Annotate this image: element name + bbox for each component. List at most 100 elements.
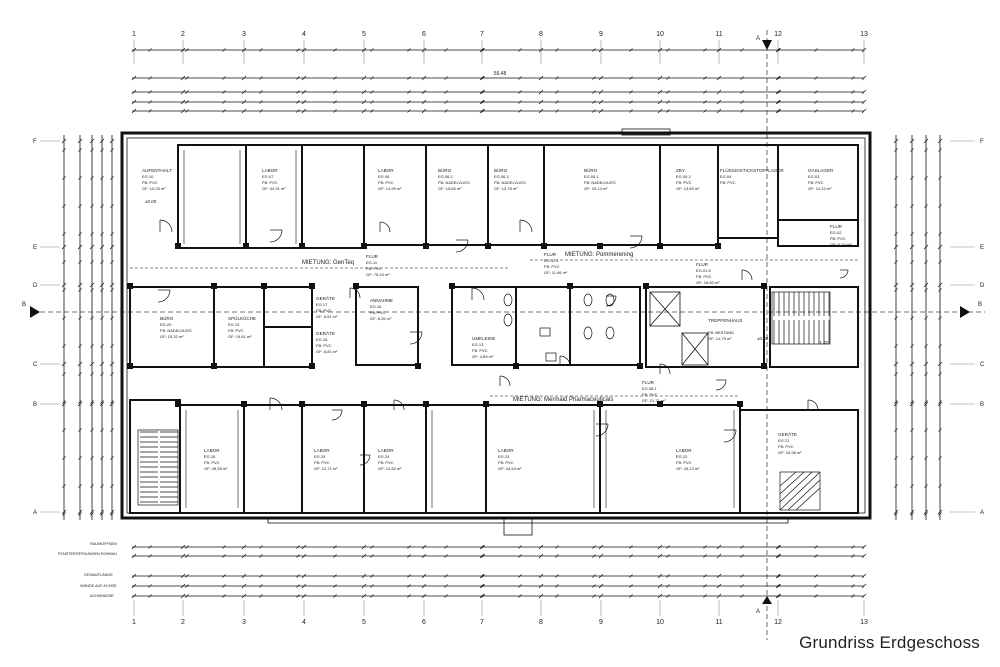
legend-row: ACHSMASSE (90, 594, 114, 598)
svg-text:FLUR: FLUR (366, 254, 379, 259)
svg-text:GF: 14,10 m²: GF: 14,10 m² (808, 186, 832, 191)
grid-column-label: 11 (715, 619, 722, 626)
svg-text:FB: PVC: FB: PVC (314, 460, 330, 465)
door-swings (157, 219, 849, 466)
svg-text:SPÜLKÜCHE: SPÜLKÜCHE (228, 315, 256, 321)
svg-text:EG.21: EG.21 (778, 438, 790, 443)
svg-text:FB: PVC: FB: PVC (142, 180, 158, 185)
section-arrow-right: B (960, 302, 982, 318)
grid-column-label: 11 (715, 31, 722, 38)
svg-text:GF: 13,80 m²: GF: 13,80 m² (676, 186, 700, 191)
svg-text:EG.11: EG.11 (366, 260, 378, 265)
dimension-chains-top (132, 49, 864, 112)
section-line (40, 30, 985, 640)
grid-column-label: 6 (422, 619, 426, 626)
svg-text:GF: 8,51 m²: GF: 8,51 m² (316, 314, 338, 319)
svg-text:GF: 11,96 m²: GF: 11,96 m² (544, 270, 568, 275)
grid-row-label: E (33, 245, 37, 251)
svg-text:EG.26: EG.26 (204, 454, 216, 459)
svg-text:LABOR: LABOR (676, 448, 692, 453)
svg-text:FB: PVC: FB: PVC (676, 180, 692, 185)
svg-text:FLUR: FLUR (544, 252, 557, 257)
svg-text:GF: 29,14 m²: GF: 29,14 m² (584, 186, 608, 191)
svg-text:GERÄTE: GERÄTE (316, 295, 335, 301)
svg-text:GF: 4,89 m²: GF: 4,89 m² (472, 354, 494, 359)
zone-divider (130, 259, 860, 397)
grid-row-label: C (33, 362, 38, 368)
grid-row-label: C (980, 362, 985, 368)
svg-text:A: A (756, 36, 760, 42)
svg-text:GF: 28,55 m²: GF: 28,55 m² (204, 466, 228, 471)
svg-text:LABOR: LABOR (314, 448, 330, 453)
svg-text:LABOR: LABOR (262, 168, 278, 173)
svg-text:GF: 13,78 m²: GF: 13,78 m² (494, 186, 518, 191)
svg-text:AUFENTHALT: AUFENTHALT (142, 168, 172, 173)
svg-text:BÜRO: BÜRO (494, 167, 508, 173)
grid-column-label: 8 (539, 619, 543, 626)
svg-text:FB: PVC: FB: PVC (228, 328, 244, 333)
svg-text:GF: 15,60 m²: GF: 15,60 m² (438, 186, 462, 191)
grid-row-label: F (33, 139, 37, 145)
svg-text:FB: PVC: FB: PVC (498, 460, 514, 465)
grid-column-label: 9 (599, 31, 603, 38)
svg-text:EG.18: EG.18 (316, 337, 328, 342)
grid-column-label: 13 (860, 31, 868, 38)
grid-column-label: 9 (599, 619, 603, 626)
svg-text:FB: PVC: FB: PVC (316, 308, 332, 313)
svg-text:EG.20: EG.20 (160, 322, 172, 327)
svg-text:EG.17: EG.17 (316, 302, 328, 307)
svg-text:GF: 8,81 m²: GF: 8,81 m² (316, 349, 338, 354)
svg-text:FB: PVC: FB: PVC (472, 348, 488, 353)
svg-text:LABOR: LABOR (378, 168, 394, 173)
svg-text:EG.02: EG.02 (830, 230, 842, 235)
zone-label-mermaid: MIETUNG: Mermaid Pharmaceuticals (513, 397, 613, 403)
svg-text:FB: PVC: FB: PVC (720, 180, 736, 185)
legend-row: WÄNDE AUF ACHSE (80, 584, 117, 588)
grid-column-label: 4 (302, 619, 306, 626)
grid-column-label: 12 (774, 619, 782, 626)
svg-text:FLUR: FLUR (642, 380, 655, 385)
svg-text:EG.10: EG.10 (142, 174, 154, 179)
grid-column-label: 4 (302, 31, 306, 38)
svg-text:BÜRO: BÜRO (438, 167, 452, 173)
grid-column-label: 1 (132, 619, 136, 626)
dimension-chains-right (895, 135, 941, 520)
svg-text:GF: 12,82 m²: GF: 12,82 m² (378, 466, 402, 471)
svg-text:LABOR: LABOR (498, 448, 514, 453)
svg-text:ZBY: ZBY (676, 168, 685, 173)
svg-text:FB: PVC: FB: PVC (778, 444, 794, 449)
svg-text:EG.03: EG.03 (808, 174, 820, 179)
svg-text:UMKLEIDE: UMKLEIDE (472, 336, 496, 341)
svg-text:GERÄTE: GERÄTE (778, 431, 797, 437)
sanitary-fixtures (503, 293, 615, 362)
svg-text:FB: NADELVLIES: FB: NADELVLIES (438, 180, 470, 185)
svg-text:FB: PVC: FB: PVC (378, 460, 394, 465)
svg-text:EG.12.1: EG.12.1 (544, 258, 559, 263)
svg-text:FB: PVC: FB: PVC (378, 180, 394, 185)
svg-text:FLUR: FLUR (830, 224, 843, 229)
svg-text:EG.06.3: EG.06.3 (494, 174, 509, 179)
grid-row-label: A (33, 510, 37, 516)
svg-text:BÜRO: BÜRO (584, 167, 598, 173)
svg-text:FB: PVC: FB: PVC (204, 460, 220, 465)
grid-column-label: 8 (539, 31, 543, 38)
grid-column-label: 1 (132, 31, 136, 38)
dimension-chains-left (63, 135, 113, 520)
svg-text:ANNAHME: ANNAHME (370, 298, 393, 303)
svg-text:BÜRO: BÜRO (160, 315, 174, 321)
